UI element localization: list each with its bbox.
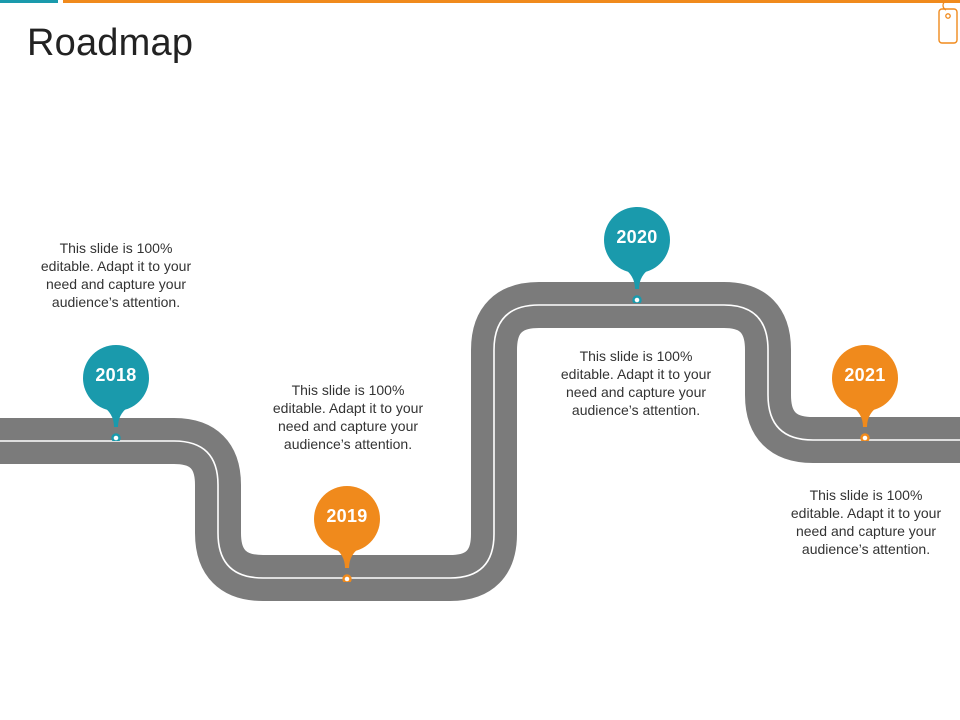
milestone-2021-description: This slide is 100% editable. Adapt it to… — [790, 487, 942, 557]
page-title: Roadmap — [27, 22, 194, 64]
milestone-2019-description: This slide is 100% editable. Adapt it to… — [272, 382, 424, 452]
milestone-year-2020: 2020 — [616, 227, 658, 247]
milestone-pin-2018: 2018 — [81, 345, 151, 443]
milestone-year-2019: 2019 — [326, 506, 368, 526]
milestone-pin-2020: 2020 — [602, 207, 672, 305]
map-pin-icon — [832, 345, 898, 443]
milestone-year-2021: 2021 — [844, 365, 886, 385]
map-pin-icon — [604, 207, 670, 305]
milestone-2020-description: This slide is 100% editable. Adapt it to… — [560, 348, 712, 418]
milestone-year-2018: 2018 — [95, 365, 137, 385]
milestone-pin-2021: 2021 — [830, 345, 900, 443]
map-pin-icon — [83, 345, 149, 443]
milestone-2018-description: This slide is 100% editable. Adapt it to… — [40, 240, 192, 310]
tag-icon — [938, 1, 958, 44]
top-accent-bar-teal — [0, 0, 58, 3]
milestone-pin-2019: 2019 — [312, 486, 382, 584]
road-center-line — [0, 304, 960, 579]
map-pin-icon — [314, 486, 380, 584]
top-accent-bar-orange — [63, 0, 960, 3]
